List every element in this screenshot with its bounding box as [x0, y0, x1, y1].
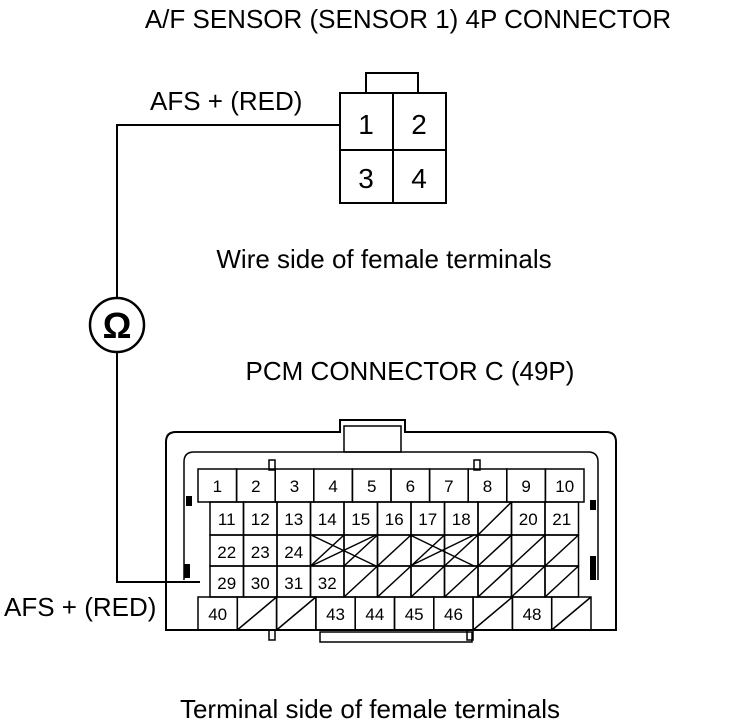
- pcm-terminal-label: 46: [444, 605, 463, 624]
- pcm-terminal-label: 8: [483, 477, 492, 496]
- pcm-terminal-label: 18: [452, 510, 471, 529]
- pcm-blank-slash: [343, 565, 379, 598]
- pcm-terminal-label: 20: [519, 510, 538, 529]
- pcm-terminal-label: 45: [405, 605, 424, 624]
- pcm-blank-slash: [477, 534, 513, 567]
- pcm-terminal-label: 4: [328, 477, 337, 496]
- pcm-terminal-cell: [550, 596, 592, 631]
- pcm-terminal-label: 3: [290, 477, 299, 496]
- pcm-terminal-label: 24: [284, 543, 303, 562]
- pcm-wire-label: AFS + (RED): [4, 592, 156, 622]
- pcm-terminal-label: 40: [208, 605, 227, 624]
- pcm-terminal-label: 5: [367, 477, 376, 496]
- pcm-blank-slash: [236, 596, 278, 631]
- sensor-connector-caption: Wire side of female terminals: [216, 244, 551, 274]
- pcm-blank-slash: [410, 565, 446, 598]
- pcm-blank-slash: [477, 565, 513, 598]
- pcm-terminal-label: 12: [251, 510, 270, 529]
- pcm-blank-slash: [309, 534, 345, 567]
- pcm-terminal-label: 15: [351, 510, 370, 529]
- pcm-terminal-label: 29: [217, 574, 236, 593]
- pcm-terminal-label: 30: [251, 574, 270, 593]
- pcm-blank-slash: [551, 596, 592, 631]
- pcm-blank-slash: [510, 565, 546, 598]
- ohmmeter-icon: [88, 296, 146, 354]
- sensor-wire-label: AFS + (RED): [150, 86, 302, 116]
- sensor-pin-4: 4: [411, 163, 427, 194]
- pcm-blank-cross: [310, 534, 377, 567]
- test-wire: Ω: [88, 124, 340, 583]
- pcm-terminal-label: 21: [552, 510, 571, 529]
- pcm-terminal-label: 10: [555, 477, 574, 496]
- ohm-symbol: Ω: [103, 305, 132, 346]
- pcm-terminal-label: 6: [406, 477, 415, 496]
- sensor-connector: 1 2 3 4: [339, 72, 447, 204]
- pcm-blank-slash: [343, 534, 379, 567]
- sensor-pin-1: 1: [358, 109, 374, 140]
- pcm-terminal-label: 11: [218, 510, 236, 529]
- pcm-blank-slash: [376, 534, 412, 567]
- pcm-blank-slash: [472, 596, 513, 631]
- sensor-connector-title: A/F SENSOR (SENSOR 1) 4P CONNECTOR: [145, 4, 671, 34]
- pcm-terminal-label: 23: [251, 543, 270, 562]
- pcm-blank-slash: [376, 565, 412, 598]
- sensor-pin-2: 2: [411, 109, 427, 140]
- pcm-blank-slash: [510, 534, 546, 567]
- pcm-terminal-label: 31: [284, 574, 303, 593]
- pcm-terminal-label: 32: [318, 574, 337, 593]
- pcm-terminal-label: 43: [326, 605, 345, 624]
- pcm-blank-slash: [410, 534, 446, 567]
- pcm-blank-slash: [443, 534, 479, 567]
- pcm-blank-slash: [544, 565, 580, 598]
- pcm-terminal-label: 14: [318, 510, 337, 529]
- pcm-connector-title: PCM CONNECTOR C (49P): [246, 356, 575, 386]
- pcm-blank-slash: [276, 596, 317, 631]
- pcm-blank-slash: [544, 534, 580, 567]
- pcm-terminal-label: 44: [365, 605, 384, 624]
- pcm-terminal-label: 22: [217, 543, 236, 562]
- pcm-terminal-label: 9: [521, 477, 530, 496]
- pcm-blank-cross: [409, 534, 475, 567]
- pcm-terminal-label: 16: [385, 510, 404, 529]
- pcm-blank-slash: [477, 501, 513, 536]
- pcm-terminal-label: 17: [418, 510, 437, 529]
- pcm-terminal-label: 7: [444, 477, 453, 496]
- sensor-pin-3: 3: [358, 163, 374, 194]
- pcm-connector-caption: Terminal side of female terminals: [180, 694, 560, 724]
- pcm-blank-slash: [443, 565, 479, 598]
- pcm-terminal-label: 13: [284, 510, 303, 529]
- pcm-terminal-label: 48: [523, 605, 542, 624]
- pcm-terminal-label: 1: [213, 477, 222, 496]
- pcm-terminal-label: 2: [251, 477, 260, 496]
